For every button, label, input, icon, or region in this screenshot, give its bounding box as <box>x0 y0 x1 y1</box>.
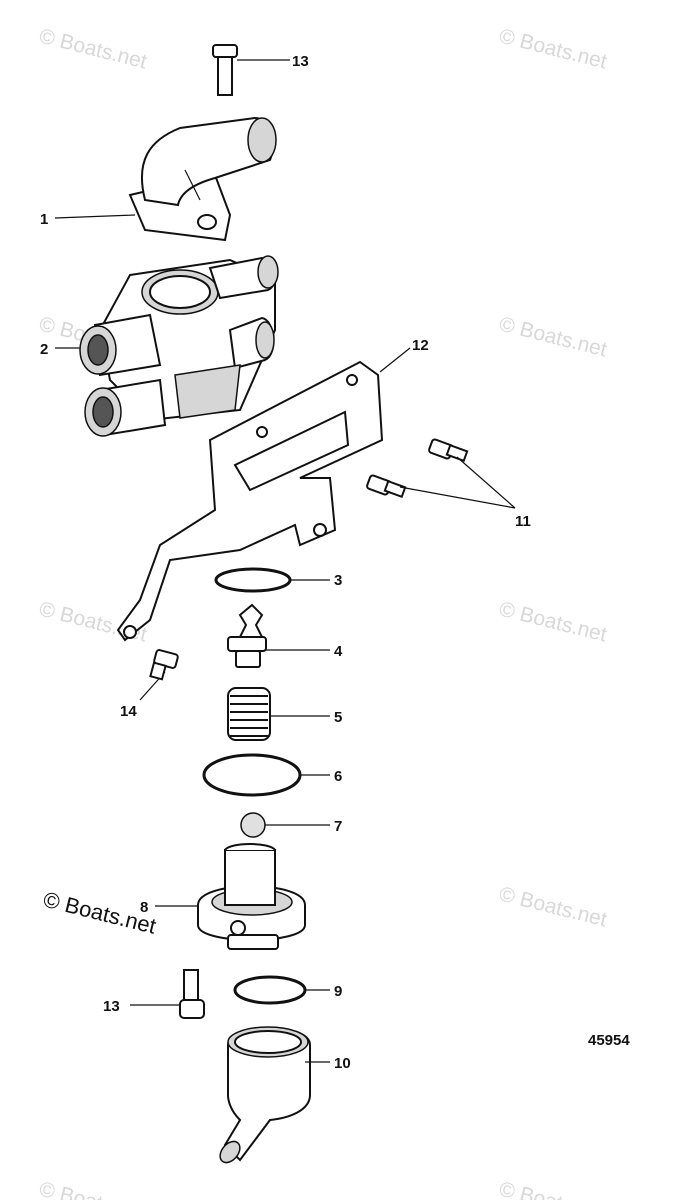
callout-8: 8 <box>140 899 148 916</box>
watermark: © Boats.net <box>497 883 609 932</box>
callout-13-lower: 13 <box>103 998 120 1015</box>
callout-12: 12 <box>412 337 429 354</box>
part-7-ball <box>240 812 266 838</box>
part-3-o-ring <box>214 567 292 593</box>
callout-13: 13 <box>292 53 309 70</box>
callouts: 13 1 2 12 11 3 4 14 5 6 7 8 13 9 10 <box>40 53 531 1072</box>
part-9-o-ring <box>233 975 307 1005</box>
copyright-label: © Boats.net <box>41 887 159 939</box>
watermark: © Boats.net <box>37 1178 149 1200</box>
callout-4: 4 <box>334 643 343 660</box>
part-1-elbow-cover <box>128 116 277 242</box>
part-4-thermostat-valve <box>227 603 267 668</box>
watermark: © Boats.net <box>497 1178 609 1200</box>
callout-1: 1 <box>40 211 48 228</box>
callout-10: 10 <box>334 1055 351 1072</box>
part-13-bolt-top <box>212 44 238 96</box>
callout-3: 3 <box>334 572 342 589</box>
part-2-thermostat-housing <box>79 255 279 437</box>
callout-2: 2 <box>40 341 48 358</box>
part-6-o-ring <box>202 753 302 797</box>
leader-lines <box>54 59 516 1063</box>
watermark: © Boats.net <box>37 25 149 74</box>
part-8-thermostat-cover <box>197 843 306 950</box>
part-5-spring <box>227 687 271 741</box>
figure-number: 45954 <box>588 1032 630 1049</box>
callout-14: 14 <box>120 703 137 720</box>
part-12-bracket <box>116 360 384 642</box>
callout-6: 6 <box>334 768 342 785</box>
callout-5: 5 <box>334 709 342 726</box>
watermark: © Boats.net <box>497 313 609 362</box>
part-10-outlet-elbow <box>219 1026 311 1164</box>
watermark: © Boats.net <box>497 25 609 74</box>
callout-7: 7 <box>334 818 342 835</box>
part-13-bolt-lower <box>179 969 205 1019</box>
callout-9: 9 <box>334 983 342 1000</box>
watermark: © Boats.net <box>497 598 609 647</box>
part-11-bolts <box>366 438 469 499</box>
watermarks: © Boats.net © Boats.net © Boats.net © Bo… <box>37 25 609 1200</box>
callout-11: 11 <box>515 513 531 530</box>
part-14-bolt <box>149 649 179 681</box>
